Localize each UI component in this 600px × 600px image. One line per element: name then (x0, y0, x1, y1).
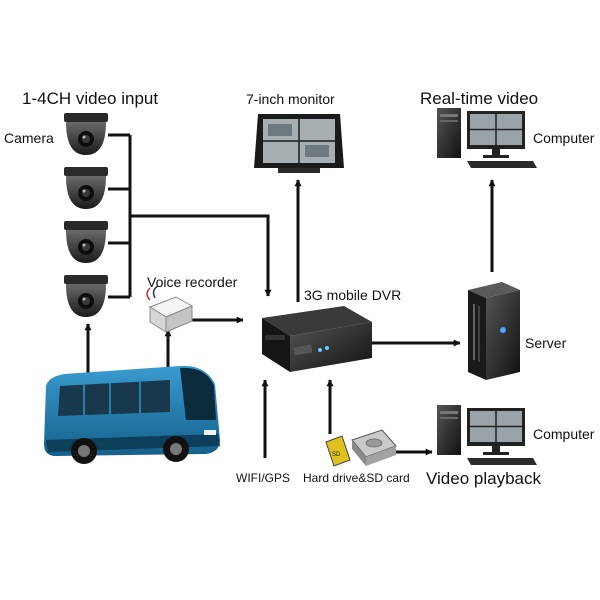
sd-card-icon: SD (325, 435, 351, 467)
computer-label-bottom: Computer (533, 426, 595, 442)
computer-icon (436, 107, 538, 169)
dvr-label: 3G mobile DVR (304, 287, 402, 303)
voice-recorder-label: Voice recorder (147, 274, 238, 290)
connectors (84, 133, 496, 458)
server-icon (468, 282, 520, 380)
monitor-icon (254, 114, 344, 173)
camera-label: Camera (4, 130, 54, 146)
realtime-video-label: Real-time video (420, 89, 539, 108)
monitor-label: 7-inch monitor (246, 91, 335, 107)
storage-label: Hard drive&SD card (303, 471, 410, 485)
cameras-to-dvr-arrow (130, 214, 272, 297)
dome-camera-icon (64, 167, 108, 209)
bus-icon (44, 365, 220, 464)
hard-drive-icon (351, 429, 397, 466)
dvr-icon (262, 306, 372, 372)
computer-label-top: Computer (533, 130, 595, 146)
voice-recorder-icon (146, 285, 194, 333)
server-label: Server (525, 335, 567, 351)
dome-camera-icon (64, 275, 108, 317)
dome-camera-icon (64, 221, 108, 263)
sd-card-label: SD (332, 452, 341, 458)
dome-camera-icon (64, 113, 108, 155)
computer-icon (436, 404, 538, 466)
video-playback-label: Video playback (426, 469, 541, 488)
video-input-label: 1-4CH video input (22, 89, 159, 108)
wifi-gps-label: WIFI/GPS (236, 471, 290, 485)
